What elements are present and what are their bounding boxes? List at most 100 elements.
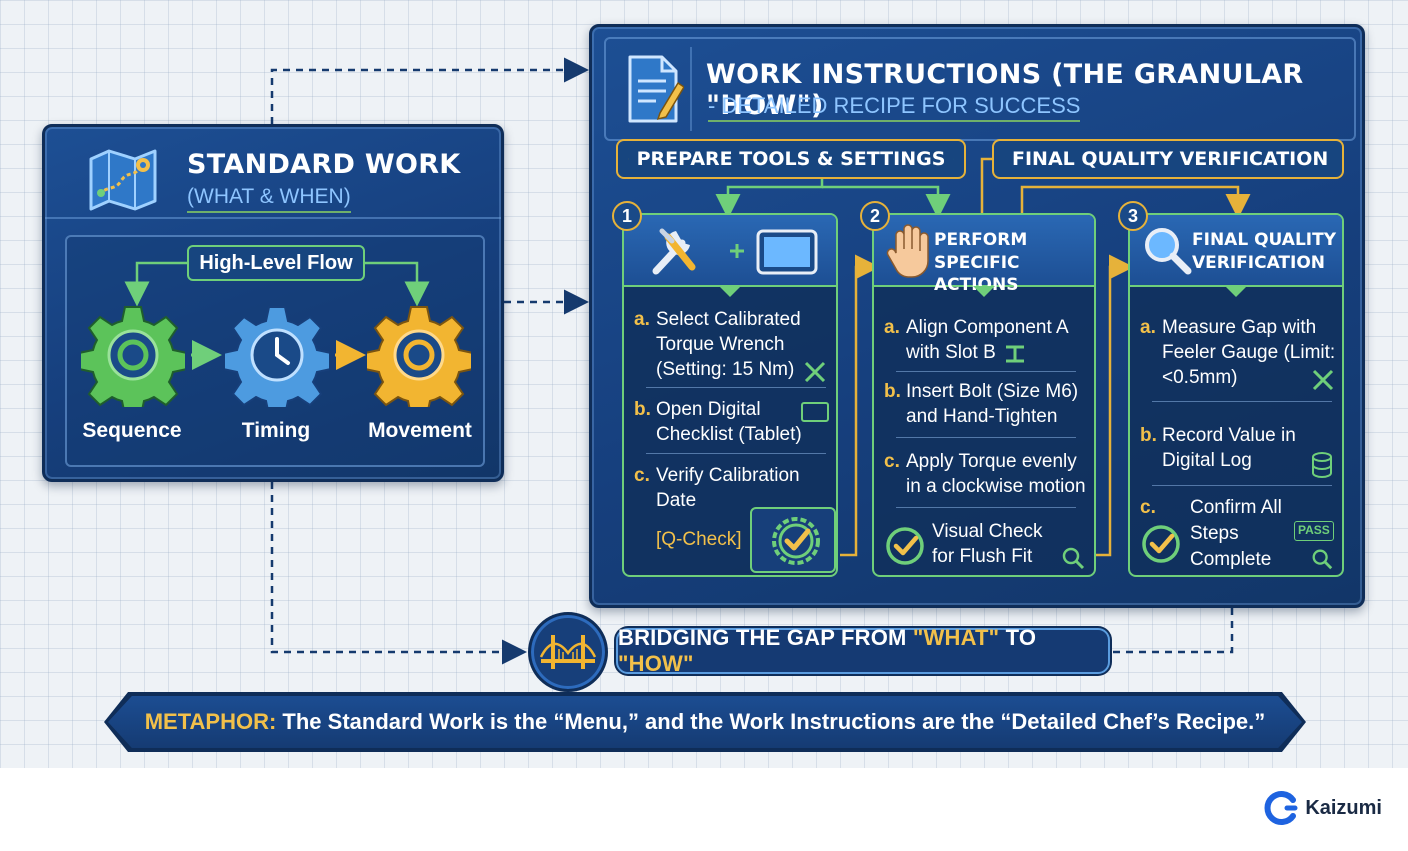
step-2a: a. Align Component A with Slot B (884, 315, 1090, 365)
wrench-screwdriver-icon (1312, 369, 1334, 391)
check-gear-icon (772, 517, 820, 565)
step-1a-letter: a. (634, 309, 650, 330)
brand-logo: Kaizumi (1263, 790, 1382, 826)
metaphor-text: The Standard Work is the “Menu,” and the… (276, 709, 1266, 734)
standard-work-header: STANDARD WORK (WHAT & WHEN) (45, 127, 501, 219)
step-3b-letter: b. (1140, 425, 1157, 446)
step-2c: c. Apply Torque evenly in a clockwise mo… (884, 449, 1090, 499)
document-pencil-icon (628, 55, 684, 123)
bridge-text-how: "HOW" (618, 651, 694, 676)
confirm-line-2: Steps (1190, 523, 1239, 544)
step-number-3: 3 (1118, 201, 1148, 231)
column-3-header: FINAL QUALITY VERIFICATION (1130, 215, 1342, 297)
slot-bracket-icon (1006, 345, 1024, 363)
magnifier-icon (953, 158, 954, 160)
step-column-1: a. Select Calibrated Torque Wrench (Sett… (622, 213, 838, 577)
q-check-badge (750, 507, 836, 573)
step-1c-text: Verify Calibration Date (656, 465, 800, 511)
pass-badge: PASS (1294, 521, 1334, 541)
work-instructions-title: WORK INSTRUCTIONS (THE GRANULAR "HOW") (706, 59, 1304, 121)
step-3a: a. Measure Gap with Feeler Gauge (Limit:… (1140, 315, 1336, 390)
connector-std-to-wi-top (270, 57, 589, 124)
phase-tag-prepare-text: PREPARE TOOLS & SETTINGS (636, 148, 946, 170)
connector-std-to-bridge (270, 482, 527, 665)
work-instructions-panel: WORK INSTRUCTIONS (THE GRANULAR "HOW") -… (589, 24, 1365, 608)
column-3-title-line-1: FINAL QUALITY (1192, 230, 1337, 250)
q-check-label: [Q-Check] (656, 529, 742, 550)
divider (1152, 485, 1332, 486)
map-icon (89, 149, 157, 211)
divider (646, 387, 826, 388)
wrench-screwdriver-icon (804, 361, 826, 383)
divider (646, 453, 826, 454)
magnifier-large-icon (1145, 228, 1192, 275)
standard-work-title: STANDARD WORK (187, 149, 461, 180)
step-1a: a. Select Calibrated Torque Wrench (Sett… (634, 307, 830, 382)
sequence-gear-icon (81, 306, 185, 407)
tools-tablet-icon (652, 228, 818, 275)
step-1b-text: Open Digital Checklist (Tablet) (656, 399, 802, 445)
bridge-text-start: BRIDGING THE GAP FROM (618, 625, 913, 650)
gear-label-timing: Timing (241, 419, 311, 442)
column-2-title-line-1: PERFORM (934, 230, 1028, 250)
check-circle-icon (1142, 525, 1180, 563)
column-3-caret (1225, 286, 1247, 297)
step-1c: c. Verify Calibration Date (634, 463, 830, 513)
step-number-2: 2 (860, 201, 890, 231)
metaphor-banner: METAPHOR: The Standard Work is the “Menu… (108, 696, 1302, 748)
step-2c-letter: c. (884, 451, 900, 472)
check-circle-icon (886, 527, 924, 565)
tablet-icon (801, 402, 829, 422)
phase-one-icon (628, 158, 629, 160)
metaphor-label: METAPHOR: (144, 709, 277, 734)
step-2b-text: Insert Bolt (Size M6) and Hand-Tighten (906, 381, 1079, 427)
step-3a-text: Measure Gap with Feeler Gauge (Limit: <0… (1162, 317, 1336, 388)
step-3b: b. Record Value in Digital Log (1140, 423, 1336, 473)
step-3c-letter: c. (1140, 497, 1156, 518)
step-2a-text: Align Component A with Slot B (906, 317, 1068, 363)
bridge-banner: BRIDGING THE GAP FROM "WHAT" TO "HOW" (616, 625, 1110, 676)
flow-arrows (124, 261, 430, 370)
movement-gear-icon (367, 306, 471, 407)
column-1-header (624, 215, 836, 297)
step-1b-letter: b. (634, 399, 651, 420)
magnifier-check-icon (1312, 549, 1333, 570)
phase-connectors (715, 157, 1251, 557)
divider (896, 437, 1076, 438)
step-3b-text: Record Value in Digital Log (1162, 425, 1296, 471)
visual-check-line-2: for Flush Fit (932, 546, 1033, 567)
step-3a-letter: a. (1140, 317, 1156, 338)
column-2-title-line-2: SPECIFIC ACTIONS (934, 253, 1020, 295)
phase-tag-prepare: PREPARE TOOLS & SETTINGS (616, 139, 966, 179)
connector-wi-to-bridge (1112, 608, 1234, 654)
bridge-badge (528, 612, 608, 692)
connector-lines (270, 57, 1234, 665)
wi-icon-box (616, 47, 692, 131)
column-2-header: PERFORM SPECIFIC ACTIONS (874, 215, 1094, 297)
magnifier-check-icon (1062, 547, 1085, 570)
step-column-2: PERFORM SPECIFIC ACTIONS a. Align Compon… (872, 213, 1096, 577)
confirm-line-3: Complete (1190, 549, 1272, 570)
step-1c-letter: c. (634, 465, 650, 486)
gear-label-sequence: Sequence (82, 419, 182, 442)
column-1-caret (719, 286, 741, 297)
bridge-text-what: "WHAT" (912, 625, 1000, 650)
standard-work-subtitle: (WHAT & WHEN) (187, 185, 351, 213)
visual-check-line-1: Visual Check (932, 521, 1043, 542)
kaizumi-logo-icon (1264, 791, 1298, 825)
step-2b-letter: b. (884, 381, 901, 402)
column-3-title-line-2: VERIFICATION (1192, 253, 1326, 273)
divider (896, 507, 1076, 508)
diagram-canvas: STANDARD WORK (WHAT & WHEN) High-Level F… (0, 0, 1408, 768)
phase-tag-final-quality-text: FINAL QUALITY VERIFICATION (1012, 148, 1329, 170)
step-2c-text: Apply Torque evenly in a clockwise motio… (906, 451, 1086, 497)
work-instructions-subtitle: - DETAILED RECIPE FOR SUCCESS (708, 93, 1081, 122)
divider (1152, 401, 1332, 402)
bridge-text-to: TO (999, 625, 1037, 650)
step-number-1: 1 (612, 201, 642, 231)
confirm-line-1: Confirm All (1190, 497, 1282, 518)
standard-work-panel: STANDARD WORK (WHAT & WHEN) High-Level F… (42, 124, 504, 482)
step-1b: b. Open Digital Checklist (Tablet) (634, 397, 830, 447)
work-instructions-header: WORK INSTRUCTIONS (THE GRANULAR "HOW") -… (604, 37, 1356, 141)
high-level-flow-label: High-Level Flow (187, 245, 365, 281)
